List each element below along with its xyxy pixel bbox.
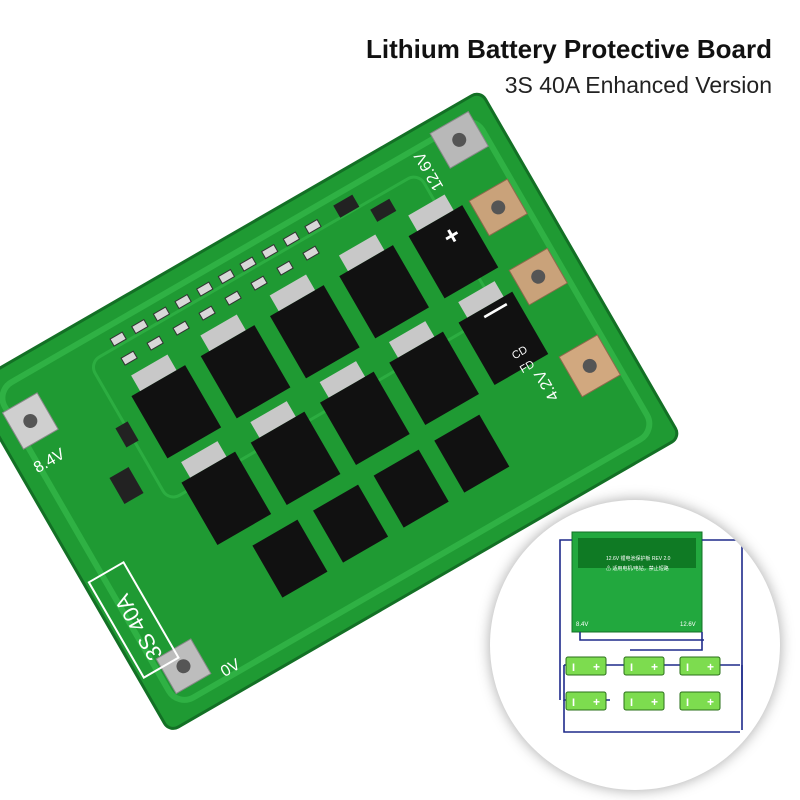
product-subtitle: 3S 40A Enhanced Version xyxy=(504,72,772,98)
mosfet-row-middle xyxy=(181,281,549,546)
ic-chips xyxy=(109,194,397,505)
inset-cell-minus: I xyxy=(630,662,633,674)
pad-plus xyxy=(468,178,528,237)
mosfet-row-bottom xyxy=(252,414,510,598)
pcb-trace-border xyxy=(0,118,653,703)
wiring-diagram: 12.6V 锂电池保护板 REV 2.0 ⚠ 适用电机/电钻，禁止短路 8.4V… xyxy=(559,531,743,733)
pad-middle xyxy=(508,247,568,306)
smd-components xyxy=(109,218,322,366)
product-title: Lithium Battery Protective Board xyxy=(366,34,772,64)
inset-cell-plus: + xyxy=(707,660,714,674)
pad-4-2v xyxy=(558,334,621,398)
mosfet-row-top xyxy=(131,194,499,459)
inset-cell-plus: + xyxy=(593,695,600,709)
inset-cell-minus: I xyxy=(686,662,689,674)
inset-cell-minus: I xyxy=(572,662,575,674)
inset-board-label: 12.6V 锂电池保护板 REV 2.0 xyxy=(606,555,671,562)
inset-cell-plus: + xyxy=(651,660,658,674)
inset-cell-plus: + xyxy=(651,695,658,709)
pad-8-4v xyxy=(1,392,59,450)
inset-cells-row-1: I + I + I + xyxy=(565,656,721,676)
inset-pad-8-4: 8.4V xyxy=(576,622,588,628)
inset-cell-minus: I xyxy=(630,697,633,709)
inset-cells-row-2: I + I + I + xyxy=(565,691,721,711)
inset-cell-minus: I xyxy=(686,697,689,709)
inset-pad-12-6: 12.6V xyxy=(680,622,696,628)
inset-cell-plus: + xyxy=(707,695,714,709)
inset-board-warning: ⚠ 适用电机/电钻，禁止短路 xyxy=(606,565,669,572)
inset-cell-plus: + xyxy=(593,660,600,674)
inset-cell-minus: I xyxy=(572,697,575,709)
pad-12-6v xyxy=(429,110,489,169)
wiring-diagram-inset: 12.6V 锂电池保护板 REV 2.0 ⚠ 适用电机/电钻，禁止短路 8.4V… xyxy=(490,500,780,790)
